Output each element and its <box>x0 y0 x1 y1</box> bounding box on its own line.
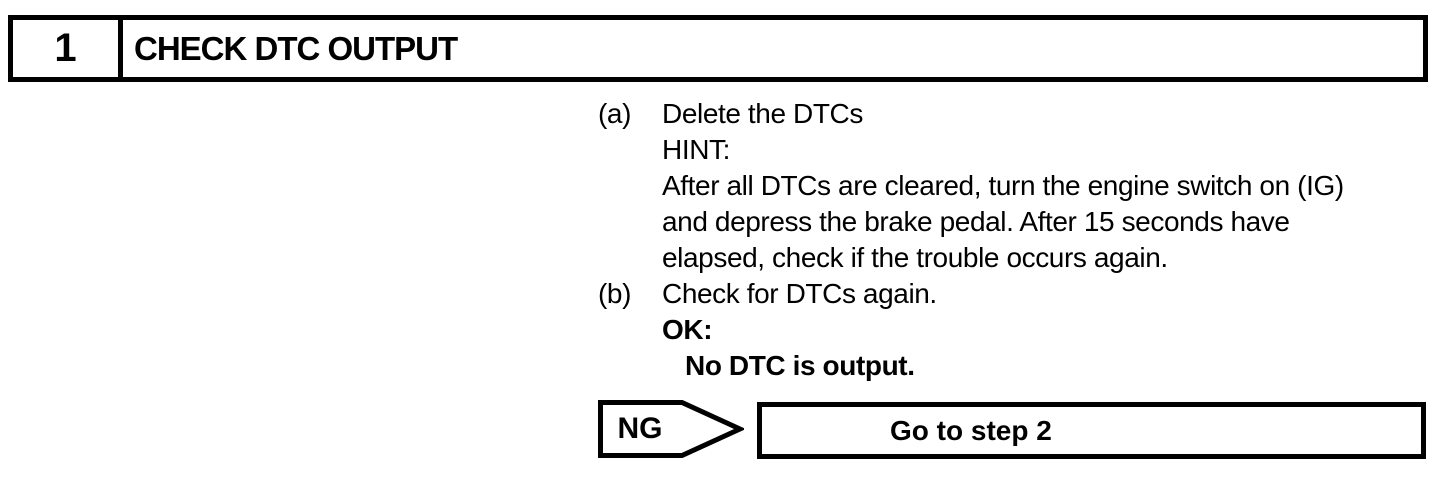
step-number: 1 <box>54 26 77 70</box>
go-to-step-text: Go to step 2 <box>890 414 1052 446</box>
step-number-cell: 1 <box>13 20 123 77</box>
instruction-line: (b) Check for DTCs again. <box>598 276 1428 312</box>
instruction-line: (a) Delete the DTCs <box>598 96 1428 132</box>
pentagon-arrow-icon <box>598 400 744 458</box>
hint-label: HINT: <box>662 134 731 165</box>
step-header-table: 1 CHECK DTC OUTPUT <box>8 15 1428 82</box>
hint-text-line-3: elapsed, check if the trouble occurs aga… <box>662 242 1168 273</box>
hint-text-line-1: After all DTCs are cleared, turn the eng… <box>662 170 1344 201</box>
ok-label: OK: <box>662 314 713 345</box>
ng-condition-arrow: NG <box>598 400 744 458</box>
instruction-text: Delete the DTCs <box>662 98 863 129</box>
ng-label: NG <box>617 412 663 445</box>
go-to-step-box: Go to step 2 <box>757 402 1426 459</box>
list-marker-b: (b) <box>598 278 632 309</box>
step-title-cell: CHECK DTC OUTPUT <box>123 20 1423 77</box>
ok-result-text: No DTC is output. <box>685 350 915 381</box>
hint-text-line-2: and depress the brake pedal. After 15 se… <box>662 206 1290 237</box>
step-title: CHECK DTC OUTPUT <box>134 29 458 67</box>
instruction-block: (a) Delete the DTCs HINT: After all DTCs … <box>598 96 1428 384</box>
instruction-text: Check for DTCs again. <box>662 278 937 309</box>
list-marker-a: (a) <box>598 98 632 129</box>
